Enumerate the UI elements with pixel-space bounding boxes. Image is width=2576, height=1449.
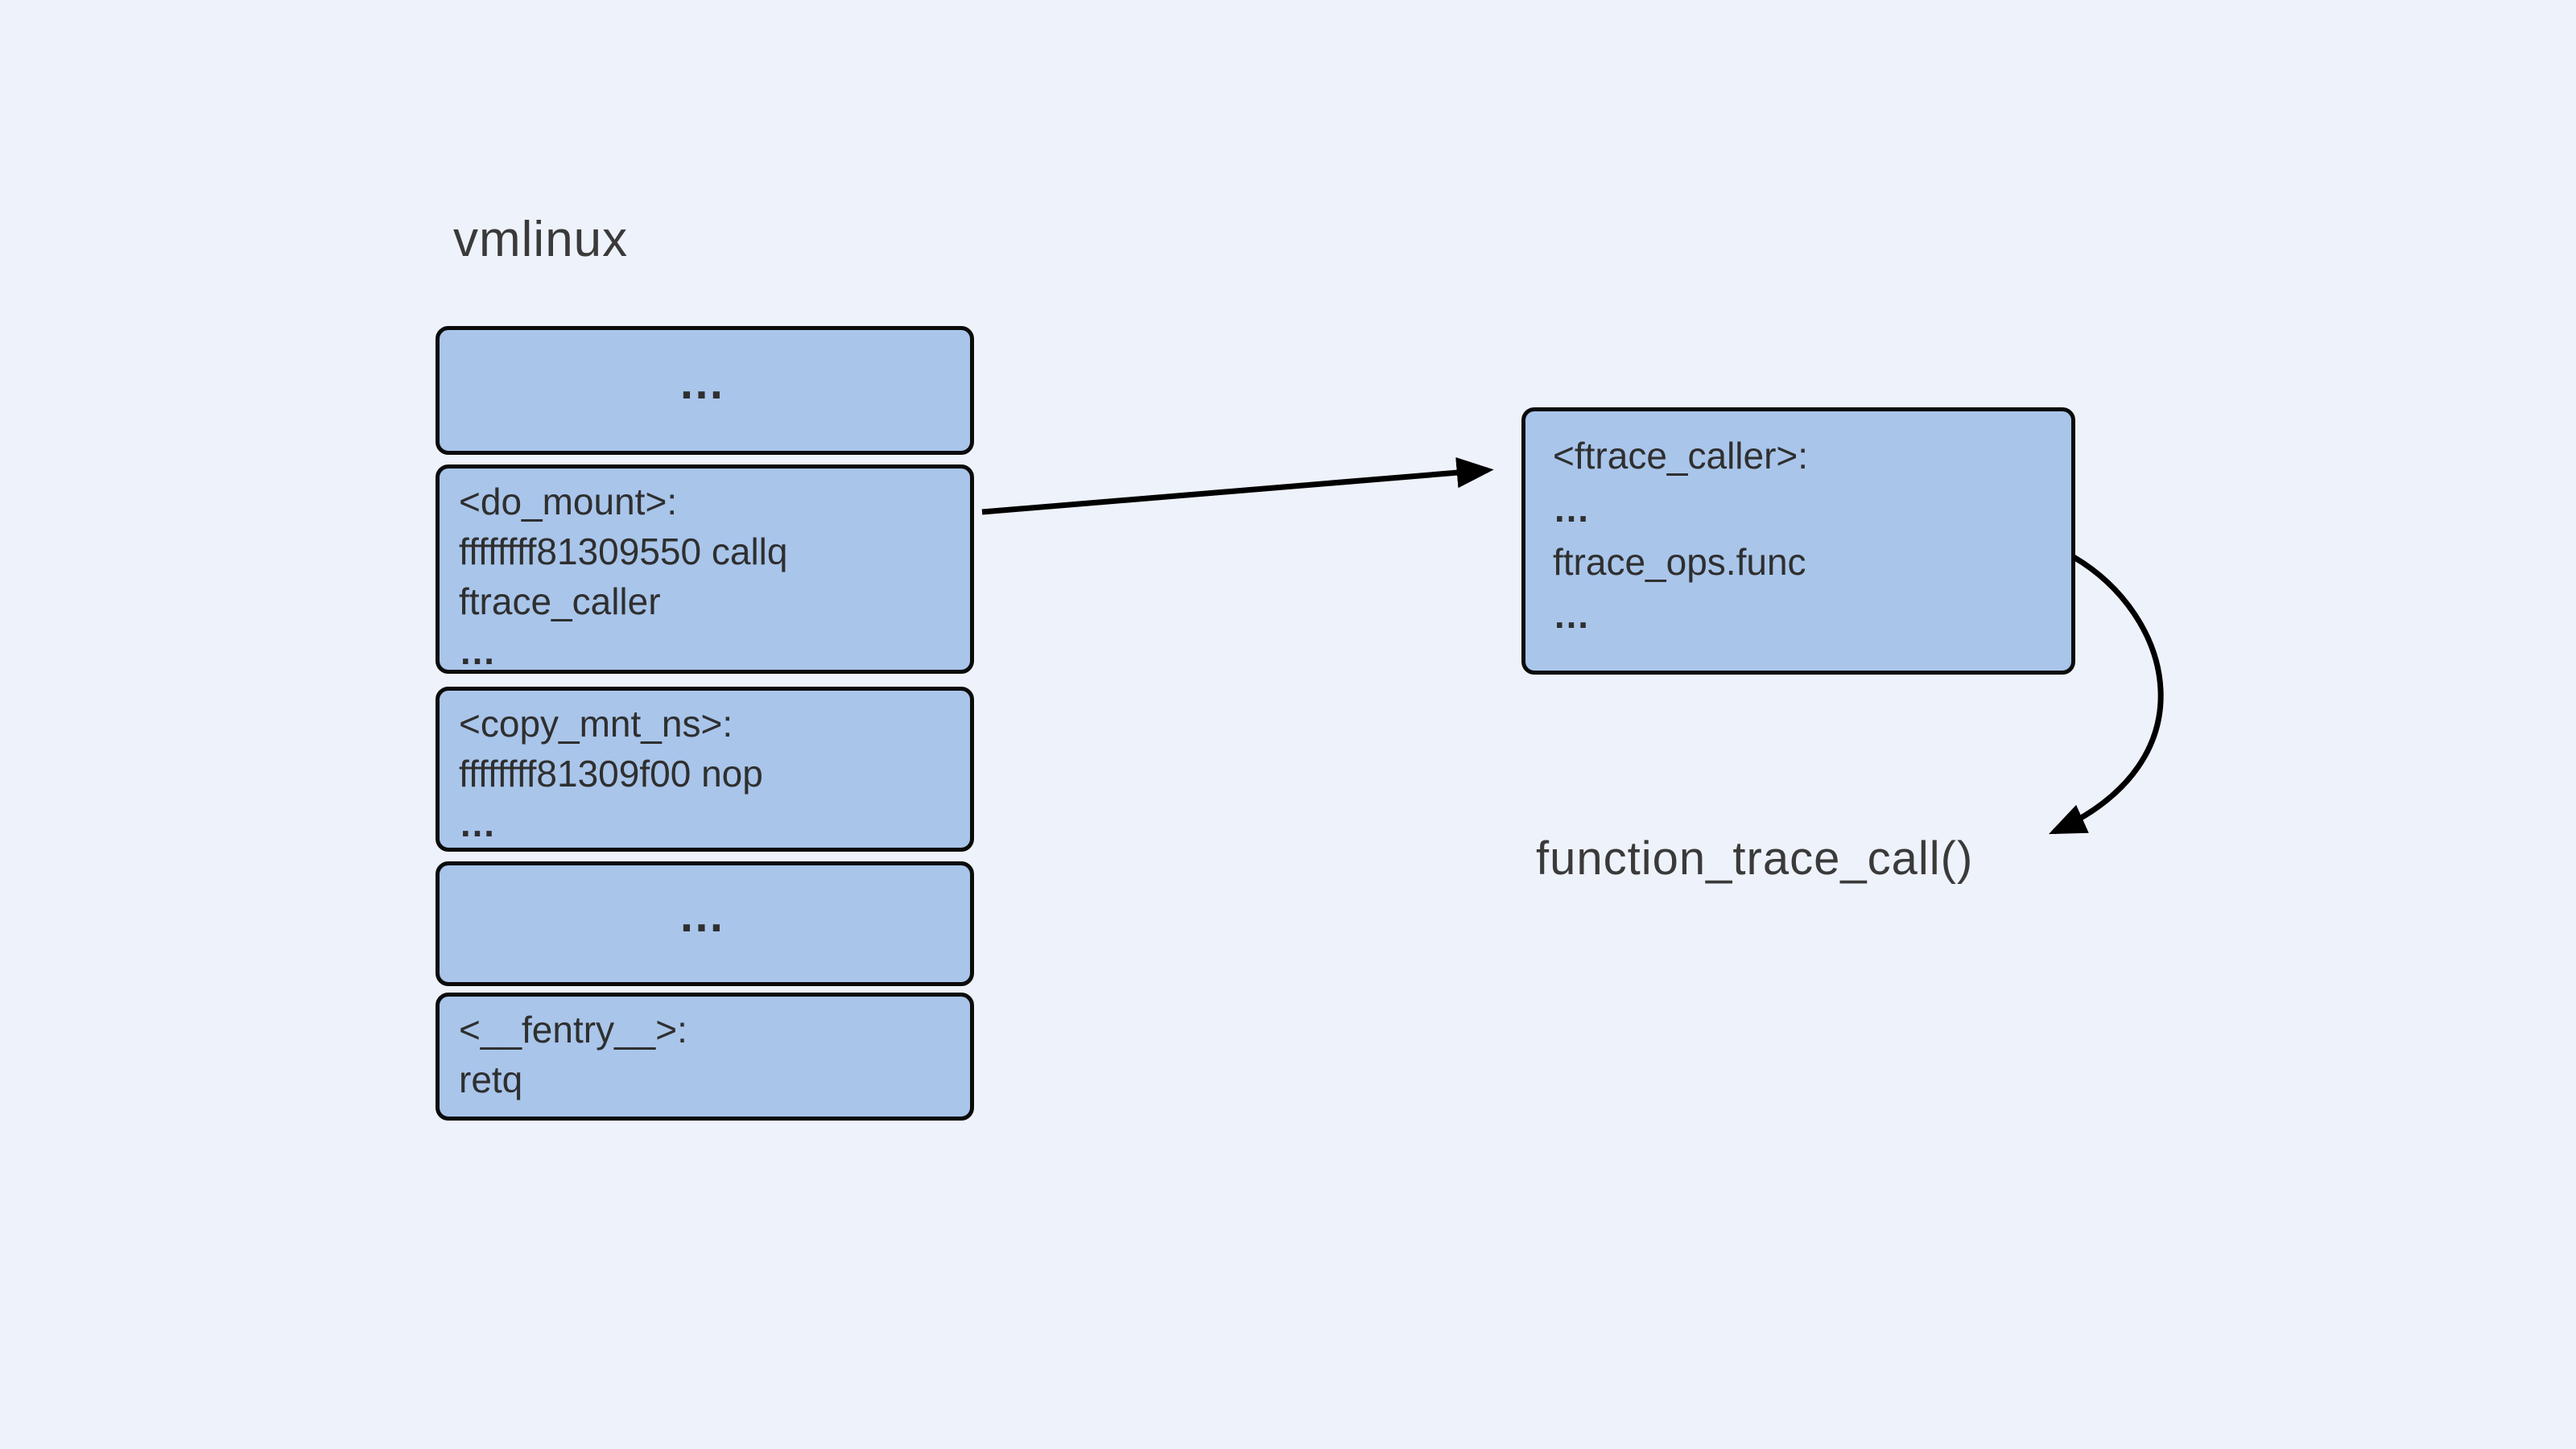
do-mount-call-target: ftrace_caller — [459, 580, 661, 622]
block-do-mount: <do_mount>: ffffffff81309550 callq ftrac… — [436, 464, 974, 674]
block-ellipsis-bottom: … — [436, 861, 974, 986]
fentry-symbol: <__fentry__>: — [459, 1009, 687, 1051]
block-ftrace-caller: <ftrace_caller>: … ftrace_ops.func … — [1521, 407, 2075, 675]
callq-to-ftrace-caller-arrow — [981, 457, 1494, 515]
block-ellipsis-top: … — [436, 326, 974, 455]
ellipsis-text: … — [678, 356, 732, 409]
ellipsis-text: … — [678, 890, 732, 942]
fentry-instruction: retq — [459, 1059, 523, 1100]
ftrace-caller-symbol: <ftrace_caller>: — [1553, 435, 1809, 477]
copy-mnt-ns-ellipsis: … — [459, 803, 497, 844]
ftrace-caller-ellipsis-1: … — [1553, 488, 1591, 530]
do-mount-ellipsis: … — [459, 630, 497, 672]
do-mount-symbol: <do_mount>: — [459, 481, 678, 522]
copy-mnt-ns-symbol: <copy_mnt_ns>: — [459, 703, 733, 745]
copy-mnt-ns-instruction: ffffffff81309f00 nop — [459, 753, 763, 795]
block-fentry: <__fentry__>: retq — [436, 993, 974, 1121]
ftrace-caller-ellipsis-2: … — [1553, 594, 1591, 636]
vmlinux-title: vmlinux — [453, 212, 629, 267]
do-mount-instruction: ffffffff81309550 callq — [459, 530, 788, 572]
function-trace-call-label: function_trace_call() — [1536, 832, 1974, 885]
block-copy-mnt-ns: <copy_mnt_ns>: ffffffff81309f00 nop … — [436, 687, 974, 852]
ftrace-ops-func: ftrace_ops.func — [1553, 541, 1806, 583]
